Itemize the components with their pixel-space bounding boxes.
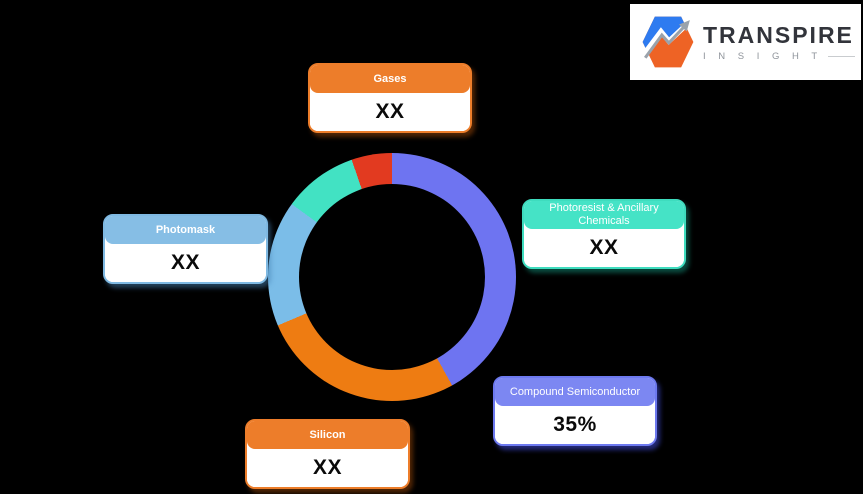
callout-silicon-body: XX — [247, 449, 408, 487]
callout-photomask-body: XX — [105, 244, 266, 282]
callout-gases: Gases XX — [308, 63, 472, 133]
callout-photomask-title: Photomask — [155, 223, 216, 236]
logo-rule-line — [828, 56, 855, 57]
callout-silicon-title: Silicon — [309, 428, 346, 441]
logo-title: TRANSPIRE — [703, 22, 854, 48]
callout-silicon-header: Silicon — [247, 421, 408, 449]
callout-compound-semiconductor-header: Compound Semiconductor — [495, 378, 655, 406]
donut-chart — [268, 153, 516, 401]
callout-silicon-value: XX — [312, 456, 342, 479]
callout-silicon: Silicon XX — [245, 419, 410, 489]
callout-photomask-value: XX — [170, 251, 200, 274]
callout-photomask-header: Photomask — [105, 216, 266, 244]
callout-photoresist-body: XX — [524, 229, 684, 267]
callout-photoresist-value: XX — [589, 236, 619, 259]
callout-gases-title: Gases — [373, 72, 407, 85]
logo-subtitle-row: I N S I G H T — [703, 51, 855, 62]
callout-photomask: Photomask XX — [103, 214, 268, 284]
callout-compound-semiconductor-value: 35% — [553, 413, 597, 436]
callout-compound-semiconductor: Compound Semiconductor 35% — [493, 376, 657, 446]
callout-gases-value: XX — [375, 100, 405, 123]
callout-gases-header: Gases — [310, 65, 470, 93]
callout-compound-semiconductor-title: Compound Semiconductor — [509, 385, 641, 398]
logo-text-block: TRANSPIRE I N S I G H T — [703, 22, 855, 62]
callout-photoresist-title: Photoresist & Ancillary Chemicals — [549, 202, 659, 227]
donut-hole — [299, 184, 485, 370]
callout-photoresist: Photoresist & Ancillary Chemicals XX — [522, 199, 686, 269]
hexagon-growth-arrow-icon — [640, 14, 696, 68]
brand-logo-panel: TRANSPIRE I N S I G H T — [630, 4, 861, 80]
logo-subtitle: I N S I G H T — [703, 51, 823, 62]
callout-gases-body: XX — [310, 93, 470, 131]
callout-photoresist-header: Photoresist & Ancillary Chemicals — [524, 201, 684, 229]
callout-compound-semiconductor-body: 35% — [495, 406, 655, 444]
